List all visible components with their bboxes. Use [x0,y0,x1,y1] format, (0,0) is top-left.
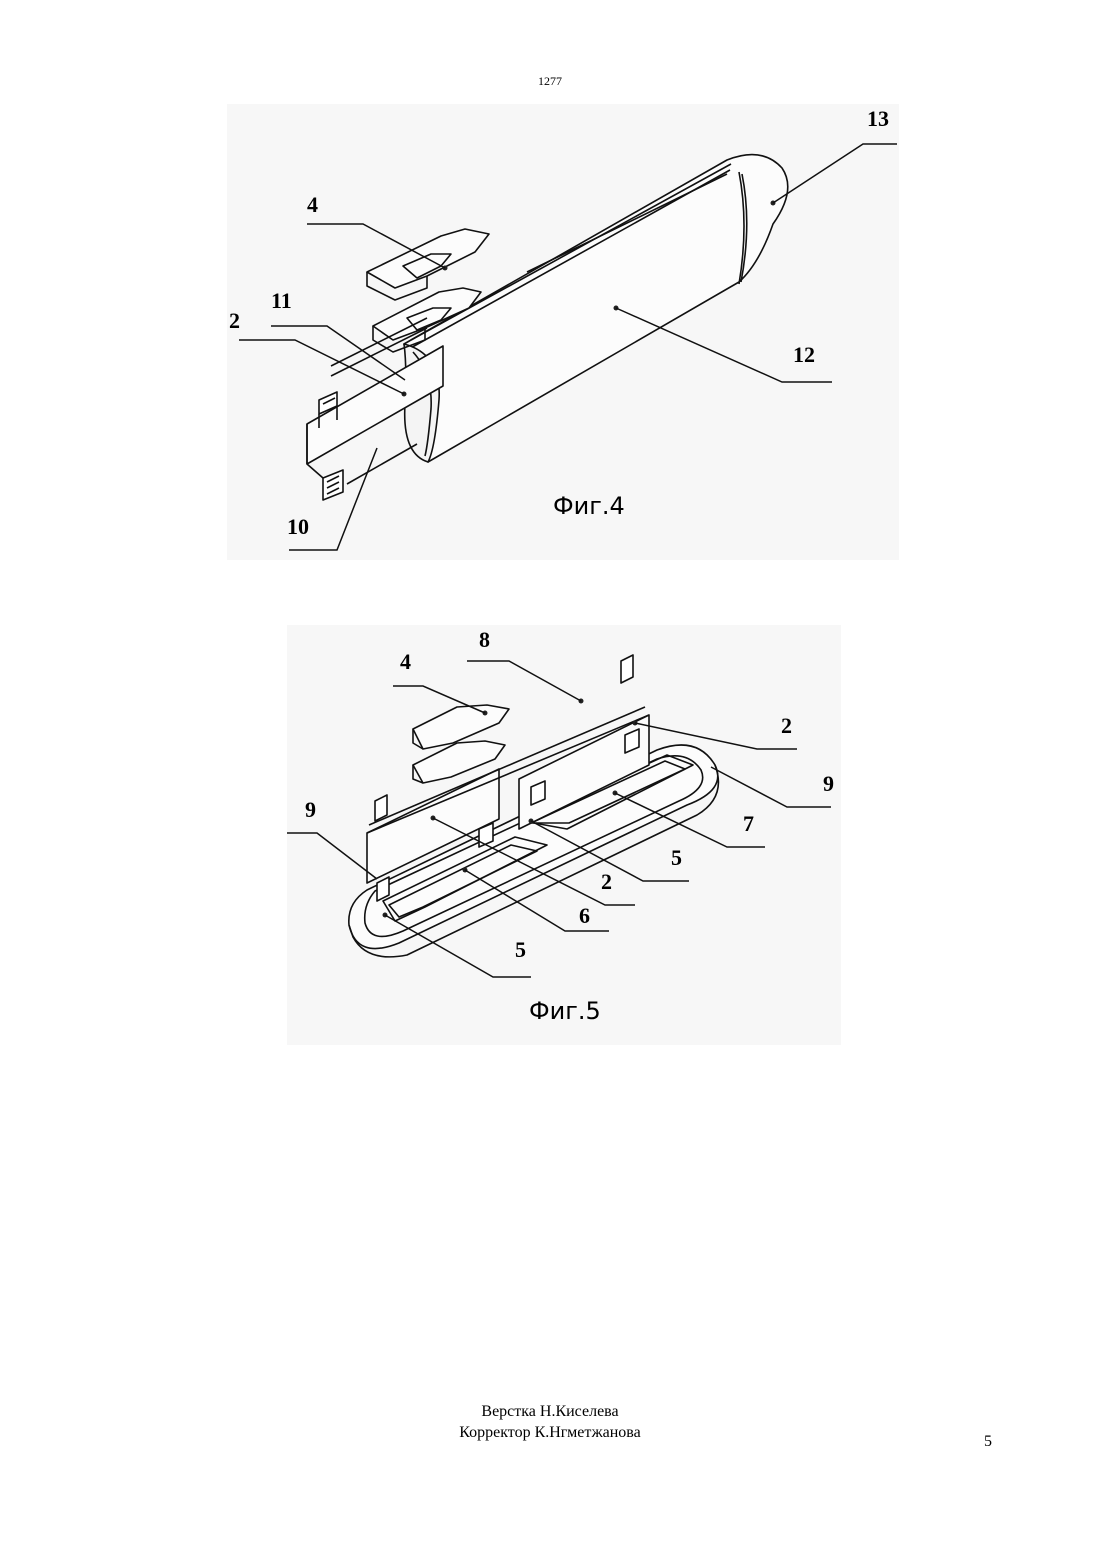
callout-4: 4 [307,194,318,216]
patent-number: 1277 [0,74,1100,89]
callout-10: 10 [287,516,309,538]
callout-13: 13 [867,108,889,130]
callout-6: 6 [579,905,590,927]
proofreader-credit: Корректор К.Нгметжанова [0,1422,1100,1443]
callout-9-right: 9 [823,773,834,795]
footer-credits: Верстка Н.Киселева Корректор К.Нгметжано… [0,1401,1100,1443]
callout-4: 4 [400,651,411,673]
callout-9-left: 9 [305,799,316,821]
callout-5-bottom: 5 [515,939,526,961]
callout-2: 2 [229,310,240,332]
figure-5-caption: Фиг.5 [529,999,601,1023]
figure-5-drawing [287,625,841,1045]
callout-7: 7 [743,813,754,835]
callout-2-center: 2 [601,871,612,893]
page-number: 5 [984,1433,992,1451]
layout-credit: Верстка Н.Киселева [0,1401,1100,1422]
callout-8: 8 [479,629,490,651]
figure-4-caption: Фиг.4 [553,494,625,518]
callout-11: 11 [271,290,292,312]
figure-5: 8 4 2 9 9 7 5 2 6 5 Фиг.5 [287,625,841,1045]
callout-2-right: 2 [781,715,792,737]
figure-4: 13 4 11 2 12 10 Фиг.4 [227,104,899,560]
callout-12: 12 [793,344,815,366]
callout-5-right: 5 [671,847,682,869]
